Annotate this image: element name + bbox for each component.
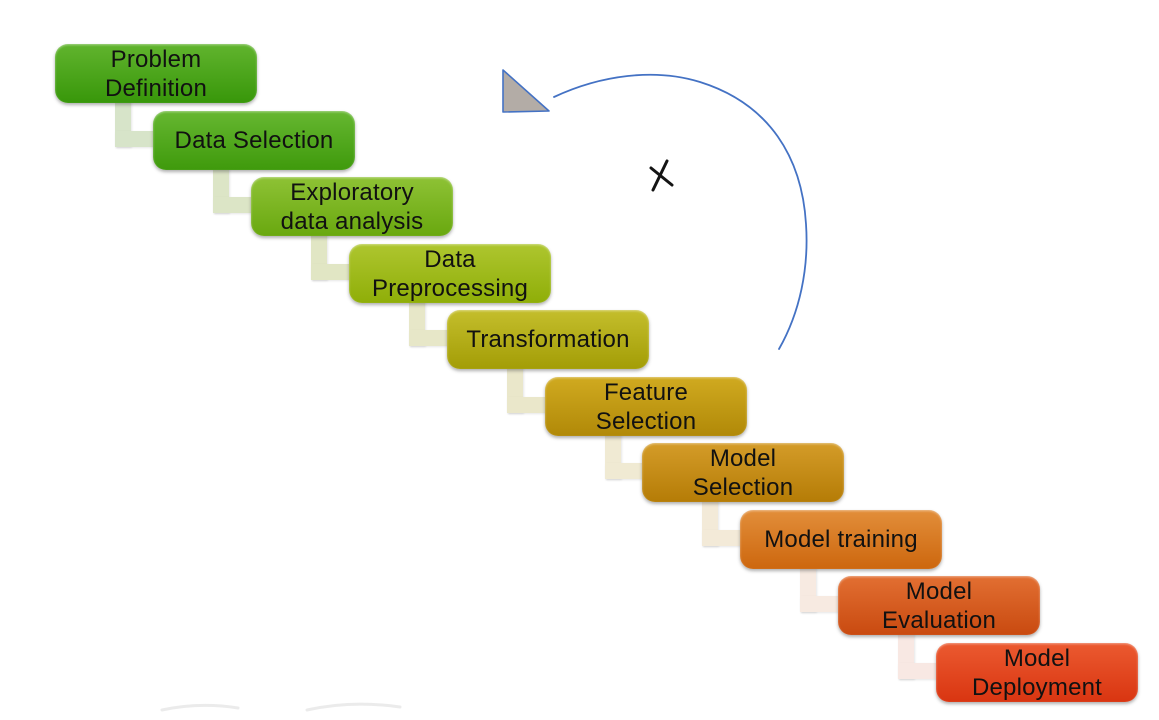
process-step-box: Problem Definition [55, 44, 257, 103]
process-step-label: Model Evaluation [881, 577, 997, 634]
process-step-box: Exploratory data analysis [251, 177, 453, 236]
process-step-label: Model Selection [692, 444, 794, 501]
process-step-box: Feature Selection [545, 377, 747, 436]
process-step-label: Data Preprocessing [371, 245, 528, 302]
process-step-label: Transformation [466, 326, 630, 353]
process-step-label: Model training [764, 526, 918, 553]
process-step-label: Data Selection [174, 127, 334, 154]
process-step-label: Feature Selection [595, 378, 697, 435]
process-step-label: Problem Definition [104, 45, 208, 102]
process-step-box: Model Selection [642, 443, 844, 502]
process-step-box: Model Deployment [936, 643, 1138, 702]
process-step-label: Exploratory data analysis [280, 178, 424, 235]
process-step-box: Model training [740, 510, 942, 569]
process-step-label: Model Deployment [971, 644, 1103, 701]
process-step-box: Transformation [447, 310, 649, 369]
process-step-box: Model Evaluation [838, 576, 1040, 635]
process-step-box: Data Preprocessing [349, 244, 551, 303]
process-step-box: Data Selection [153, 111, 355, 170]
